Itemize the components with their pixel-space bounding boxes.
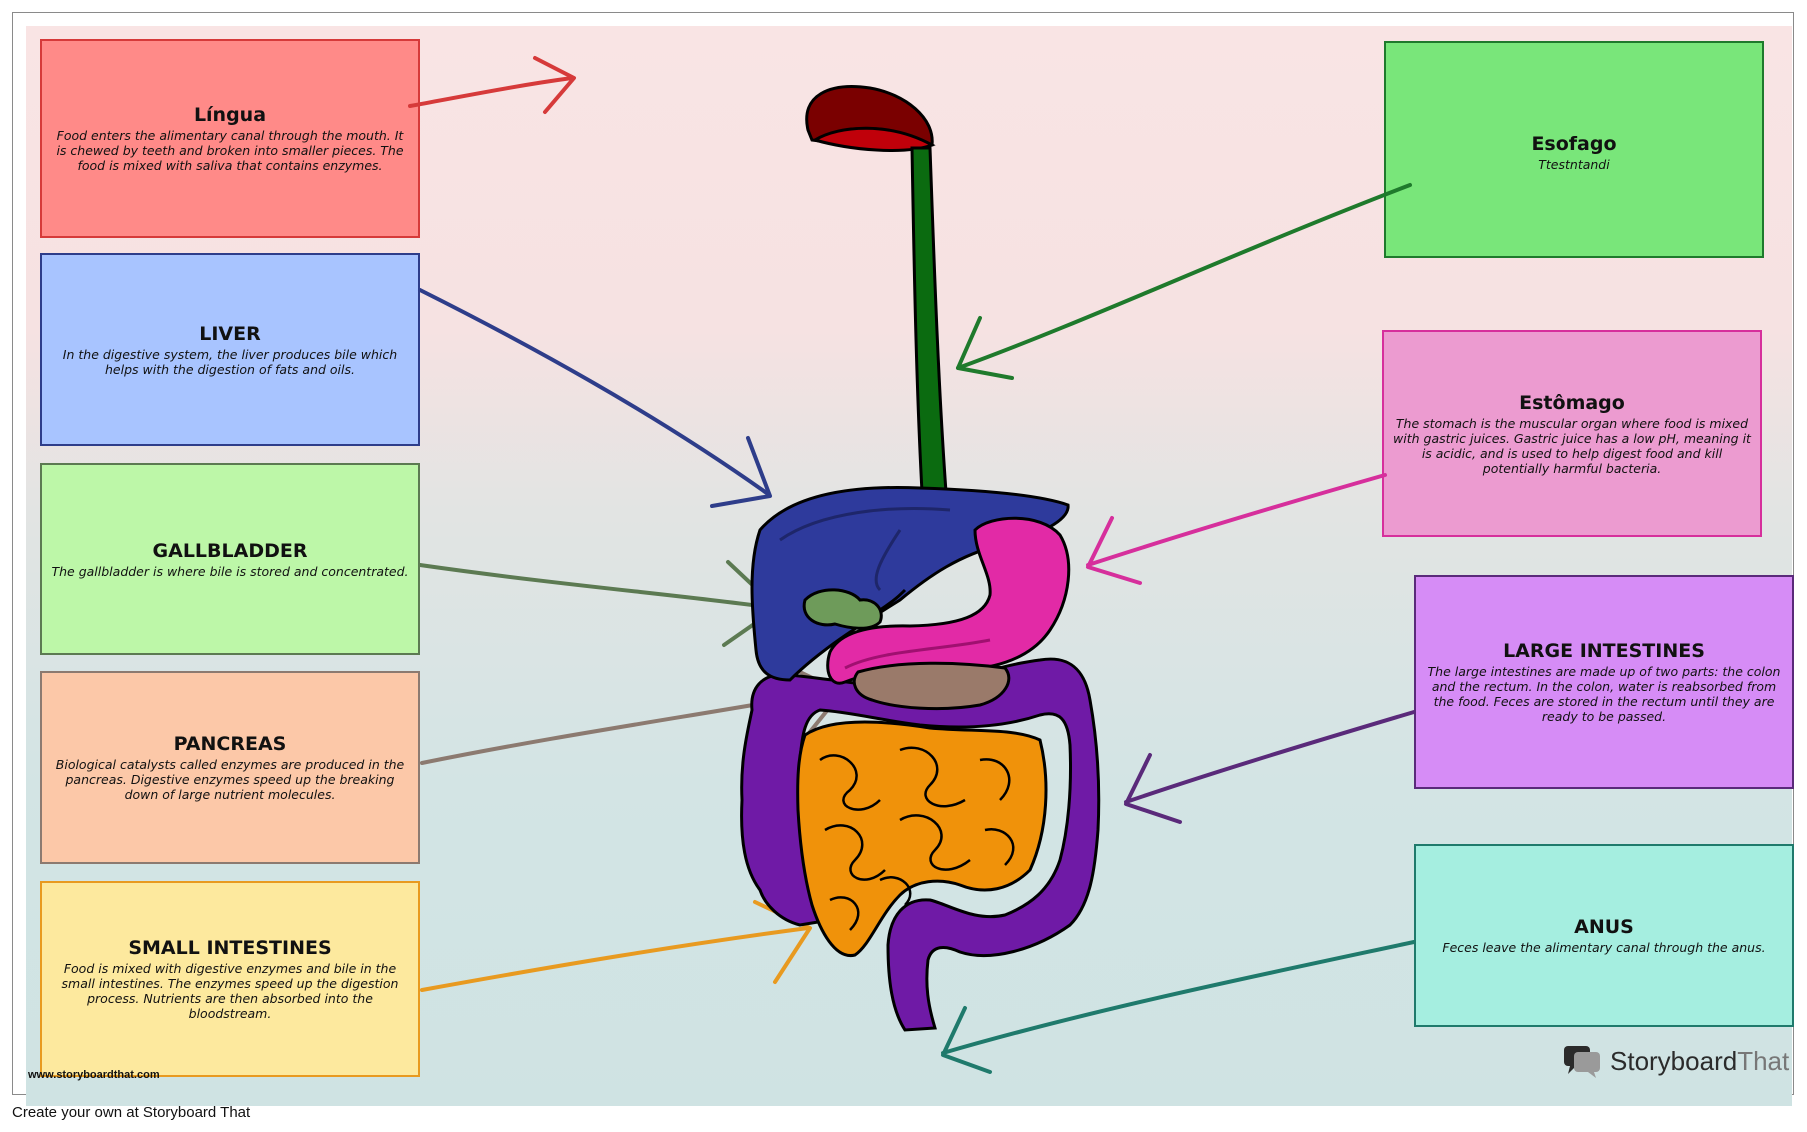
box-title: SMALL INTESTINES bbox=[128, 937, 332, 959]
box-title: LIVER bbox=[199, 322, 261, 345]
pancreas-organ bbox=[852, 661, 1011, 711]
box-text: Food enters the alimentary canal through… bbox=[56, 128, 404, 173]
box-anus: ANUS Feces leave the alimentary canal th… bbox=[1414, 844, 1794, 1027]
box-title: Estômago bbox=[1519, 391, 1625, 414]
arrow-lingua bbox=[408, 56, 576, 114]
gallbladder-organ bbox=[802, 588, 907, 630]
box-text: Biological catalysts called enzymes are … bbox=[55, 757, 405, 802]
box-text: Food is mixed with digestive enzymes and… bbox=[61, 961, 399, 1021]
box-lingua: Língua Food enters the alimentary canal … bbox=[40, 39, 420, 238]
arrow-liver bbox=[418, 288, 772, 508]
logo-text-that: That bbox=[1737, 1045, 1790, 1076]
box-text: The large intestines are made up of two … bbox=[1427, 664, 1781, 724]
arrow-anus bbox=[941, 940, 1416, 1074]
storyboardthat-logo[interactable]: StoryboardThat bbox=[1562, 1044, 1789, 1078]
box-title: Esofago bbox=[1531, 133, 1617, 155]
box-liver: LIVER In the digestive system, the liver… bbox=[40, 253, 420, 446]
box-large-intestines: LARGE INTESTINES The large intestines ar… bbox=[1414, 575, 1794, 789]
box-text: In the digestive system, the liver produ… bbox=[62, 346, 398, 377]
logo-text-storyboard: Storyboard bbox=[1610, 1045, 1738, 1076]
box-esofago: Esofago Ttestntandi bbox=[1384, 41, 1764, 258]
box-text: The gallbladder is where bile is stored … bbox=[51, 563, 409, 579]
box-estomago: Estômago The stomach is the muscular org… bbox=[1382, 330, 1762, 537]
box-text: Feces leave the alimentary canal through… bbox=[1442, 940, 1766, 955]
footer-link[interactable]: Create your own at Storyboard That bbox=[12, 1104, 251, 1121]
esophagus-organ bbox=[910, 146, 948, 494]
box-title: Língua bbox=[193, 104, 267, 126]
watermark: www.storyboardthat.com bbox=[28, 1069, 160, 1081]
box-text: Ttestntandi bbox=[1538, 157, 1610, 172]
box-title: ANUS bbox=[1574, 916, 1634, 938]
box-small-intestines: SMALL INTESTINES Food is mixed with dige… bbox=[40, 881, 420, 1077]
box-pancreas: PANCREAS Biological catalysts called enz… bbox=[40, 671, 420, 864]
box-title: GALLBLADDER bbox=[152, 539, 308, 562]
arrow-esofago bbox=[956, 183, 1412, 380]
speech-bubbles-icon bbox=[1564, 1046, 1600, 1078]
tongue-organ bbox=[805, 85, 936, 152]
arrow-small-intestines bbox=[420, 900, 812, 992]
box-title: LARGE INTESTINES bbox=[1503, 640, 1705, 662]
arrow-estomago bbox=[1086, 473, 1387, 585]
arrow-gallbladder bbox=[418, 560, 779, 647]
arrow-large-intestines bbox=[1124, 710, 1416, 824]
box-text: The stomach is the muscular organ where … bbox=[1393, 415, 1751, 476]
small-intestine-organ bbox=[796, 720, 1048, 957]
box-gallbladder: GALLBLADDER The gallbladder is where bil… bbox=[40, 463, 420, 655]
box-title: PANCREAS bbox=[173, 733, 287, 755]
small-intestine-coils bbox=[819, 746, 1015, 931]
